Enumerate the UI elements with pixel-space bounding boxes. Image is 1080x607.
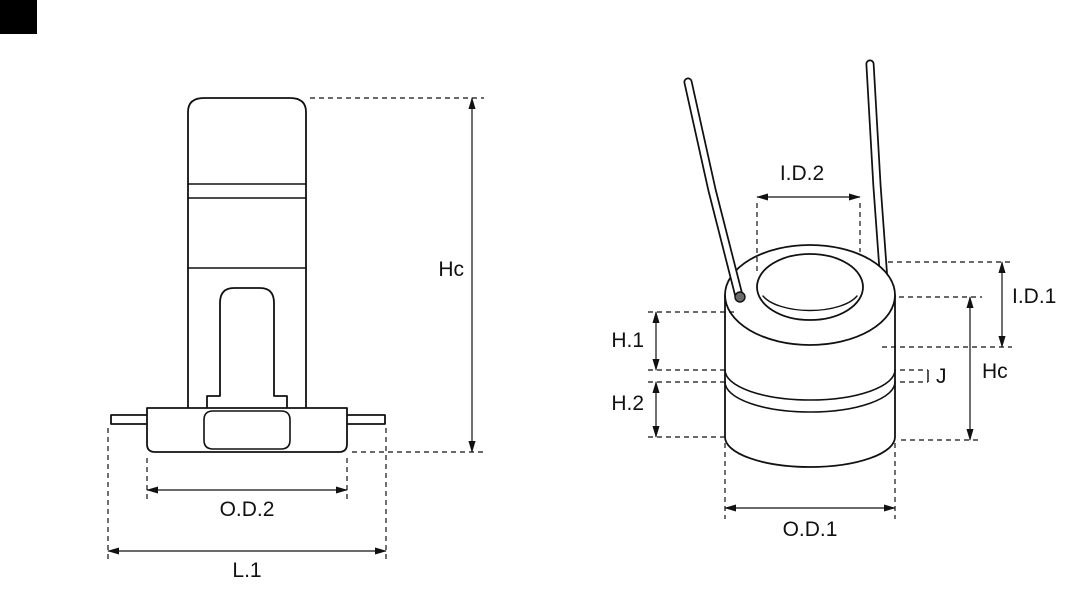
corner-marker: [0, 0, 37, 34]
label-h1: H.1: [611, 329, 644, 352]
terminal-tab-right: [346, 414, 386, 425]
wire-left: [683, 77, 746, 303]
side-view-dimensions: [107, 97, 484, 562]
label-hc-perspective: Hc: [982, 360, 1008, 383]
collar-groove-lines: [187, 183, 307, 269]
side-view: Hc O.D.2 L.1: [107, 97, 484, 582]
label-hc-side: Hc: [438, 258, 464, 281]
ring-band-lines: [724, 369, 896, 413]
base-outline: [146, 407, 348, 453]
inner-slot-profile: [206, 287, 288, 409]
label-l1: L.1: [232, 559, 261, 582]
perspective-view: I.D.2 I.D.1 H.1 H.2 J Hc O.D.1: [611, 59, 1056, 541]
label-id1: I.D.1: [1012, 285, 1056, 308]
label-od1: O.D.1: [783, 518, 838, 541]
perspective-dimensions: [648, 193, 1012, 519]
bore-depth-arc: [762, 295, 858, 312]
label-id2: I.D.2: [780, 162, 824, 185]
base-center-boss: [203, 410, 291, 450]
wire-right: [865, 59, 889, 287]
bore: [756, 253, 864, 321]
terminal-tab-left: [110, 414, 148, 425]
label-j: J: [936, 365, 947, 388]
label-h2: H.2: [611, 392, 644, 415]
label-od2: O.D.2: [220, 498, 275, 521]
wire-left-contact: [734, 291, 746, 303]
slip-ring-side-outline: [187, 97, 307, 409]
cylinder-outline: [724, 294, 896, 468]
